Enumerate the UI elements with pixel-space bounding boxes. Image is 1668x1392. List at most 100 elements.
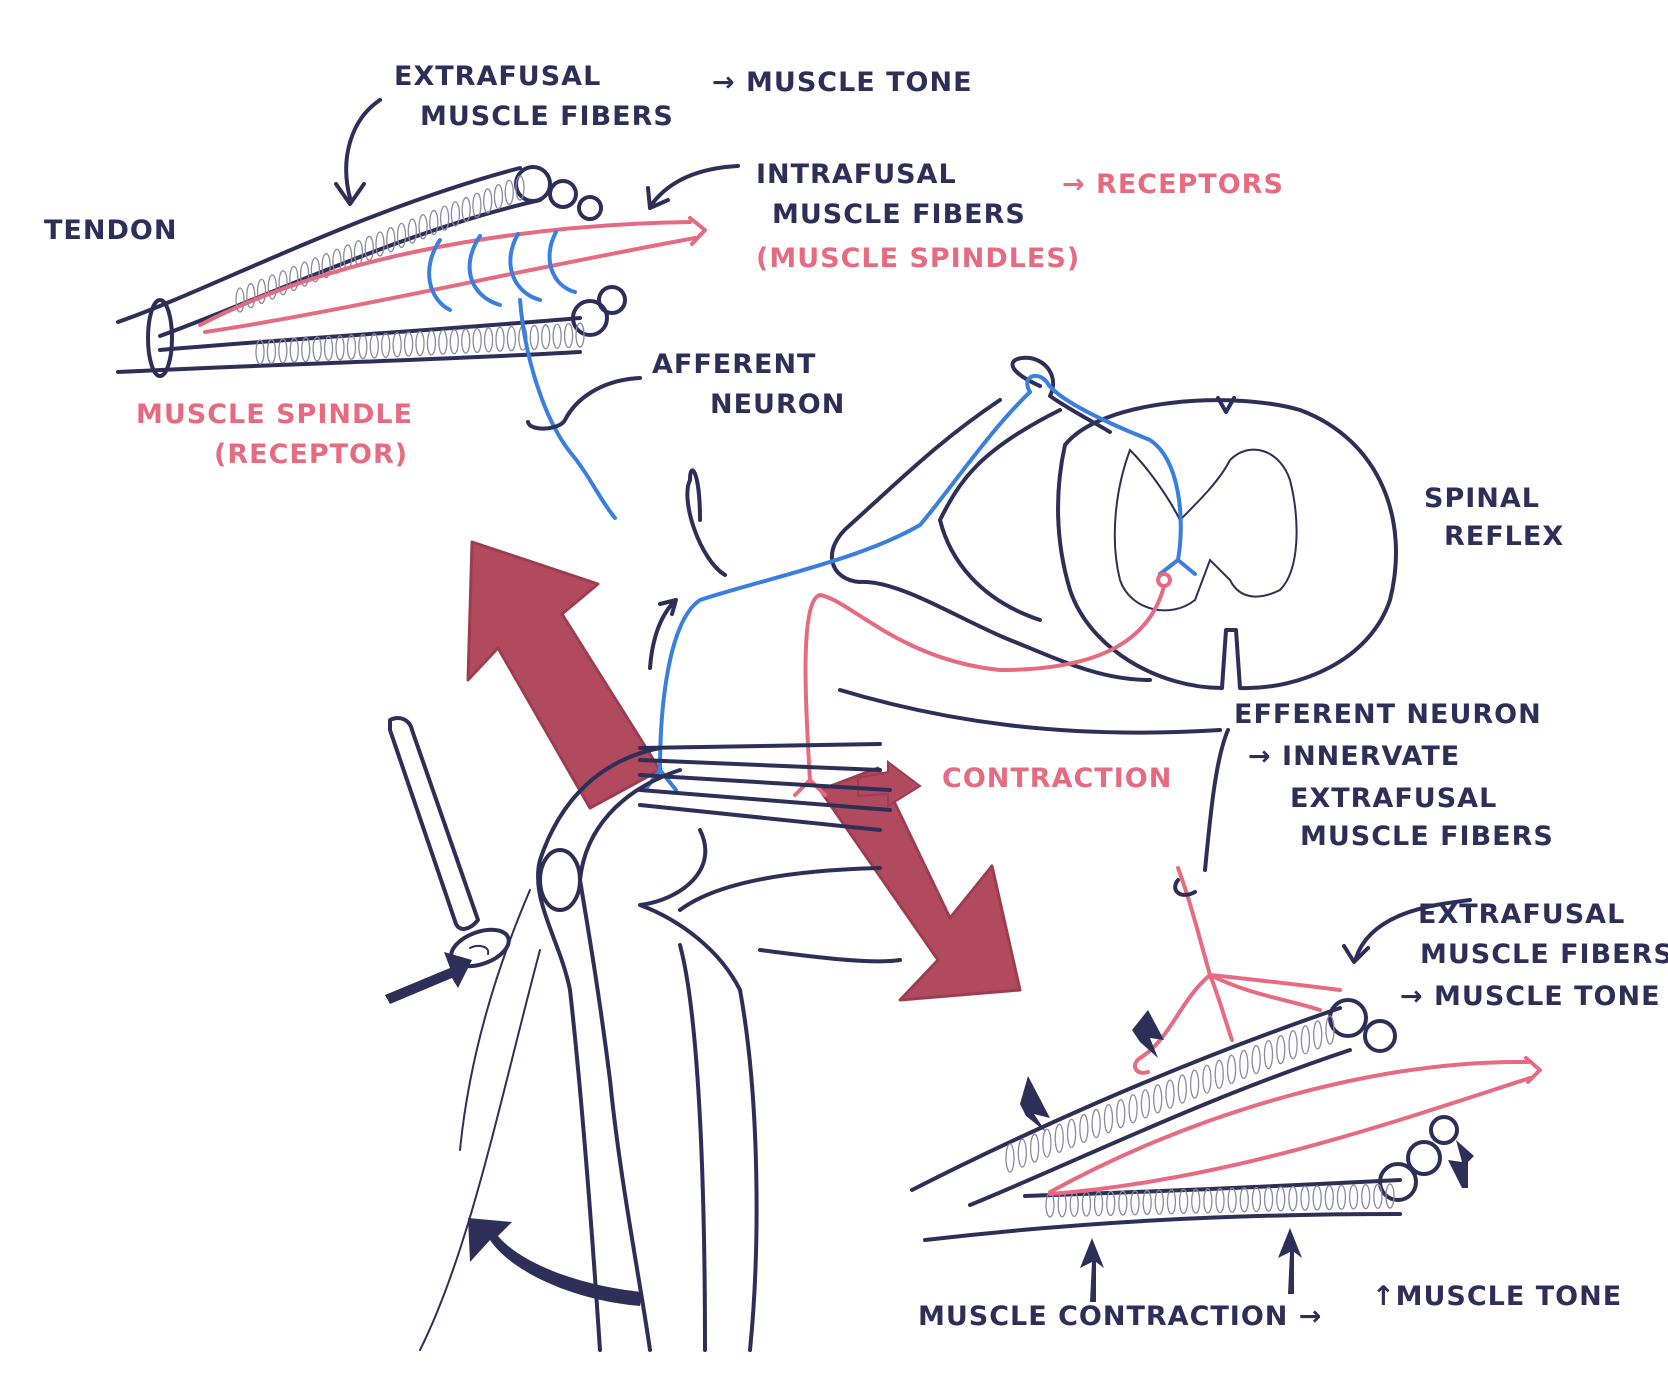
- fiber-striation: [1276, 1186, 1286, 1212]
- innervate-label: → INNERVATE: [1248, 741, 1461, 772]
- downward-force-arrow: [818, 766, 1022, 1002]
- fiber-striation: [392, 332, 402, 358]
- increased-muscle-tone-label: ↑MUSCLE TONE: [1372, 1281, 1623, 1312]
- fiber-striation: [461, 328, 471, 354]
- fiber-striation: [266, 338, 277, 365]
- fiber-striation: [1165, 1079, 1175, 1109]
- fiber-striation: [407, 218, 417, 244]
- efferent-neuron-path: [793, 572, 1172, 797]
- fiber-striation: [1288, 1185, 1298, 1212]
- intrafusal-label: INTRAFUSAL: [756, 159, 957, 190]
- reflex-label: REFLEX: [1444, 521, 1565, 552]
- fiber-striation: [1166, 1189, 1177, 1215]
- fiber-striation: [1079, 1113, 1089, 1144]
- fiber-striation: [256, 278, 267, 305]
- fiber-striation: [369, 333, 379, 359]
- fiber-striation: [1128, 1094, 1138, 1124]
- fiber-striation: [1189, 1069, 1200, 1099]
- intrafusal-label-2: MUSCLE FIBERS: [772, 199, 1026, 230]
- efferent-neuron-label: EFFERENT NEURON: [1234, 699, 1542, 730]
- fiber-striation: [495, 326, 505, 352]
- efferent-extrafusal-label: EXTRAFUSAL: [1290, 783, 1498, 814]
- fiber-striation: [353, 239, 364, 266]
- fiber-striation: [375, 231, 385, 257]
- extrafusal-bottom-label-2: MUSCLE FIBERS: [1420, 939, 1668, 970]
- fiber-striation: [299, 261, 310, 287]
- bottom-intrafusal-spindle: [1048, 1056, 1542, 1196]
- top-fiber-striations: [235, 175, 585, 365]
- fiber-striation: [438, 329, 448, 355]
- fiber-striation: [323, 335, 334, 362]
- fiber-striation: [429, 209, 439, 236]
- fiber-striation: [1066, 1118, 1077, 1149]
- fiber-striation: [321, 252, 331, 279]
- fiber-striation: [1093, 1191, 1104, 1217]
- pointer-arrows: [334, 98, 1472, 964]
- fiber-striation: [1239, 1187, 1249, 1213]
- fiber-striation: [1005, 1143, 1015, 1173]
- fiber-striation: [563, 322, 574, 349]
- top-intrafusal-spindle: [198, 216, 707, 334]
- fiber-striation: [1042, 1128, 1052, 1158]
- fiber-striation: [1263, 1186, 1274, 1212]
- fiber-striation: [343, 244, 353, 270]
- bottom-muscle-bundle: [910, 998, 1459, 1242]
- fiber-striation: [1153, 1084, 1163, 1114]
- fiber-striation: [449, 329, 459, 355]
- fiber-striation: [1324, 1184, 1334, 1211]
- fiber-striation: [1054, 1123, 1064, 1153]
- fiber-striation: [552, 323, 562, 349]
- fiber-striation: [1106, 1190, 1116, 1217]
- fiber-striation: [1142, 1189, 1152, 1216]
- fiber-striation: [493, 183, 504, 210]
- fiber-striation: [575, 322, 585, 348]
- fiber-striation: [1251, 1044, 1261, 1075]
- fiber-striation: [1140, 1089, 1151, 1119]
- fiber-striation: [1348, 1184, 1359, 1210]
- extrafusal-top-label: EXTRAFUSAL: [394, 61, 602, 92]
- fiber-striation: [278, 270, 288, 296]
- fiber-striation: [541, 324, 551, 350]
- muscle-contraction-label: MUSCLE CONTRACTION →: [918, 1301, 1323, 1332]
- fiber-striation: [1313, 1020, 1323, 1050]
- fiber-striation: [418, 214, 428, 240]
- fiber-striation: [310, 257, 321, 283]
- fiber-striation: [1251, 1186, 1262, 1213]
- fiber-striation: [472, 327, 482, 354]
- fiber-striation: [1103, 1103, 1114, 1134]
- muscle-spindles-label: (MUSCLE SPINDLES): [756, 243, 1081, 274]
- fiber-striation: [386, 227, 396, 253]
- fiber-striation: [504, 179, 514, 205]
- fiber-striation: [461, 196, 471, 223]
- afferent-label: AFFERENT: [652, 349, 817, 380]
- fiber-striation: [1336, 1184, 1347, 1210]
- fiber-striation: [1312, 1185, 1322, 1211]
- fiber-striation: [1300, 1185, 1310, 1211]
- fiber-striation: [289, 337, 299, 363]
- contraction-label: CONTRACTION: [942, 763, 1173, 794]
- fiber-striation: [439, 205, 450, 231]
- fiber-striation: [506, 325, 517, 352]
- fiber-striation: [1091, 1108, 1101, 1139]
- fiber-striation: [278, 338, 288, 364]
- bottom-efferent-branches: [1132, 866, 1342, 1075]
- fiber-striation: [515, 175, 525, 201]
- fiber-striation: [1191, 1188, 1201, 1214]
- fiber-striation: [1154, 1189, 1164, 1215]
- fiber-striation: [1385, 1183, 1395, 1209]
- fiber-striation: [1227, 1187, 1237, 1213]
- fiber-striation: [1215, 1187, 1225, 1214]
- fiber-striation: [1239, 1049, 1249, 1080]
- fiber-striation: [1288, 1030, 1298, 1060]
- muscle-spindle-label: MUSCLE SPINDLE: [136, 399, 414, 430]
- fiber-striation: [1325, 1015, 1335, 1045]
- contraction-small-arrow: [857, 760, 922, 808]
- swing-arrow: [468, 468, 727, 1306]
- fiber-striation: [1373, 1183, 1383, 1209]
- fiber-striation: [1178, 1188, 1189, 1215]
- fiber-striation: [1118, 1190, 1128, 1216]
- spinal-label: SPINAL: [1424, 483, 1540, 514]
- fiber-striation: [483, 188, 493, 214]
- upward-force-arrow: [466, 540, 662, 810]
- fiber-striation: [358, 333, 368, 360]
